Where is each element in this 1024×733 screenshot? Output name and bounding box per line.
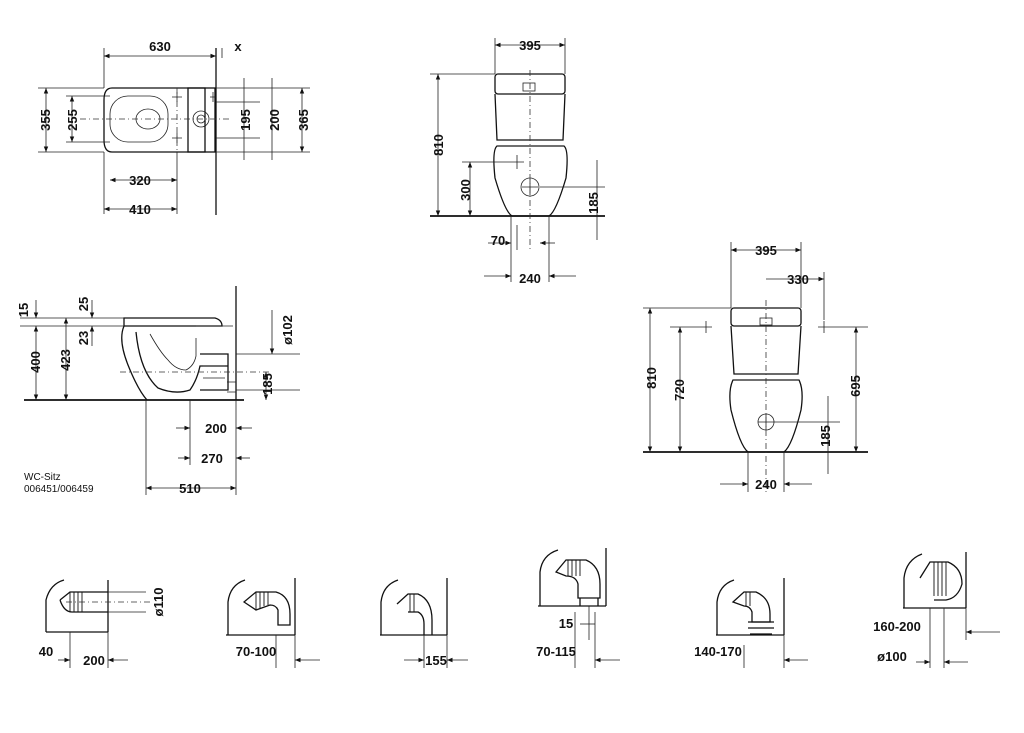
- dim-185-rear: 185: [818, 425, 833, 447]
- dim-630: 630: [149, 39, 171, 54]
- dim-200-conn: 200: [83, 653, 105, 668]
- dim-x-marker: x: [234, 39, 242, 54]
- rear-view: 395 330 810 720 695 185 240: [643, 242, 868, 492]
- dim-195: 195: [238, 109, 253, 131]
- dim-330: 330: [787, 272, 809, 287]
- dim-695: 695: [848, 375, 863, 397]
- dim-255: 255: [65, 109, 80, 131]
- dim-400: 400: [28, 351, 43, 373]
- dim-155: 155: [425, 653, 447, 668]
- seat-label: WC-Sitz: [24, 472, 61, 483]
- dim-15-conn: 15: [559, 616, 573, 631]
- dim-510: 510: [179, 481, 201, 496]
- dim-720: 720: [672, 379, 687, 401]
- dim-160-200: 160-200: [873, 619, 921, 634]
- dim-140-170: 140-170: [694, 644, 742, 659]
- dim-70-100: 70-100: [236, 644, 276, 659]
- dim-70-115: 70-115: [536, 644, 576, 659]
- dim-dia-110: ø110: [151, 588, 166, 617]
- dim-810: 810: [431, 134, 446, 156]
- dim-395: 395: [519, 38, 541, 53]
- front-view: 395 810 300 185 70 240: [430, 38, 605, 286]
- dim-240: 240: [519, 271, 541, 286]
- connection-detail-3: 155: [380, 578, 468, 668]
- dim-200-side: 200: [205, 421, 227, 436]
- dim-15: 15: [16, 303, 31, 317]
- dim-dia-102: ø102: [280, 315, 295, 345]
- dim-410: 410: [129, 202, 151, 217]
- side-view: 15 400 423 25 23 ø102 185 200 270 510 WC…: [16, 286, 300, 496]
- dim-23: 23: [76, 331, 91, 345]
- connection-detail-4: 15 70-115: [536, 548, 620, 668]
- dim-810-rear: 810: [644, 367, 659, 389]
- seat-codes: 006451/006459: [24, 484, 94, 495]
- connection-detail-6: 160-200 ø100: [873, 552, 1000, 668]
- dim-365: 365: [296, 109, 311, 131]
- connection-detail-5: 140-170: [694, 578, 808, 668]
- dim-185: 185: [586, 192, 601, 214]
- dim-70: 70: [491, 233, 505, 248]
- connection-detail-2: 70-100: [226, 578, 320, 668]
- dim-25: 25: [76, 297, 91, 311]
- dim-423: 423: [58, 349, 73, 371]
- top-view: 630 x 355 255 195 200 365 320 410: [38, 39, 311, 217]
- dim-dia-100: ø100: [877, 649, 907, 664]
- dim-300: 300: [458, 179, 473, 201]
- dim-40: 40: [39, 644, 53, 659]
- dim-355: 355: [38, 109, 53, 131]
- dim-200: 200: [267, 109, 282, 131]
- dim-270: 270: [201, 451, 223, 466]
- connection-detail-1: ø110 40 200: [39, 579, 166, 668]
- dim-185-side: 185: [260, 373, 275, 395]
- dim-240-rear: 240: [755, 477, 777, 492]
- dim-395-rear: 395: [755, 243, 777, 258]
- dim-320: 320: [129, 173, 151, 188]
